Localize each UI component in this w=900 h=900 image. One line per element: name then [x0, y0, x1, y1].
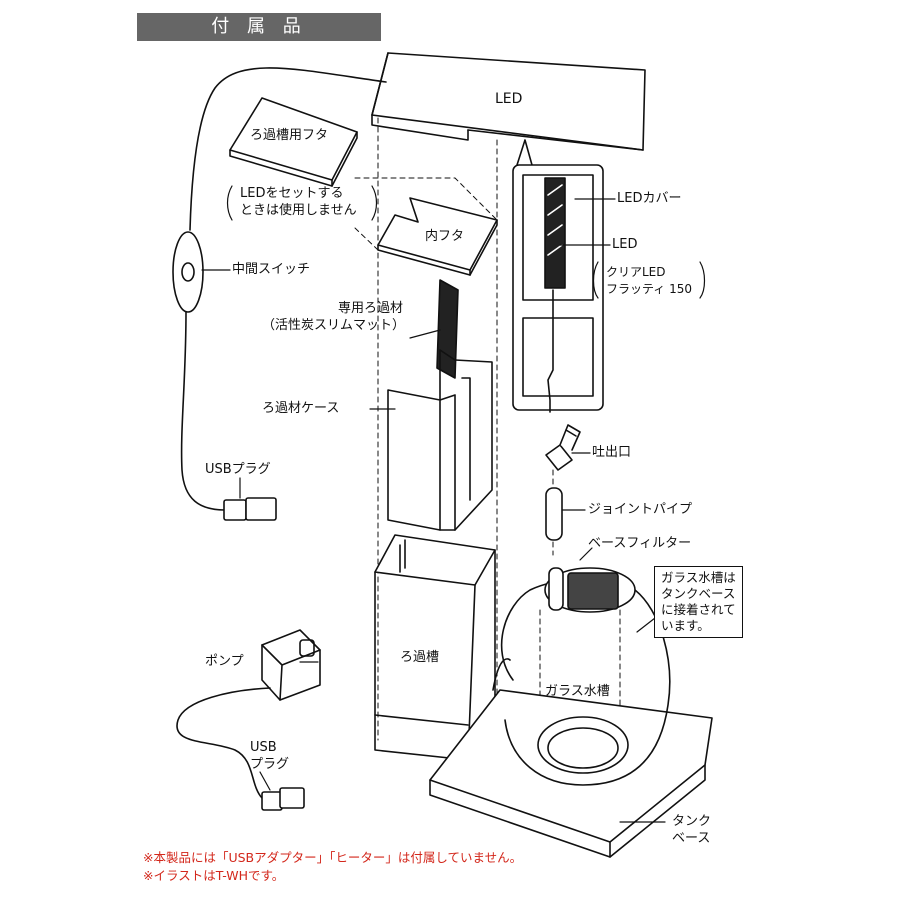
led-cover-label: LEDカバー — [617, 191, 682, 206]
glass-note-line2: タンクベース — [661, 586, 736, 601]
tank-base-label-line2: ベース — [672, 831, 711, 846]
led-lamp — [371, 52, 646, 151]
filter-media-label-line2: （活性炭スリムマット） — [262, 318, 406, 333]
inline-switch-label: 中間スイッチ — [232, 262, 311, 277]
glass-note-box: ガラス水槽は タンクベース に接着されて います。 — [654, 566, 743, 638]
outlet-label: 吐出口 — [592, 445, 632, 460]
filter-media — [436, 279, 459, 379]
usb-plug-label-1: USBプラグ — [205, 462, 271, 477]
base-filter-label: ベースフィルター — [588, 536, 692, 551]
filter-lid — [229, 97, 358, 187]
usb-plug-label-2-line2: プラグ — [250, 757, 290, 772]
filter-case-label: ろ過材ケース — [262, 401, 340, 416]
filter-tank-label: ろ過槽 — [400, 650, 440, 665]
usb-plug-label-2-line1: USB — [250, 740, 277, 755]
glass-note-line3: に接着されて — [661, 602, 736, 617]
glass-tank-and-base — [429, 567, 713, 858]
led-label: LED — [495, 91, 523, 107]
tank-base-label-line1: タンク — [672, 814, 712, 829]
lid-note-line1: LEDをセットする — [240, 186, 344, 201]
led-inner-label: LED — [612, 237, 638, 252]
inner-lid — [377, 197, 498, 276]
outlet-and-pipe — [545, 424, 581, 541]
led-model-line2: フラッティ 150 — [606, 282, 692, 296]
led-model-line1: クリアLED — [606, 265, 666, 279]
glass-tank-label: ガラス水槽 — [545, 684, 610, 699]
footnote-line1: ※本製品には「USBアダプター」「ヒーター」は付属していません。 — [143, 850, 523, 865]
glass-note-line1: ガラス水槽は — [661, 570, 736, 585]
leader-lines — [201, 198, 666, 823]
glass-note-line4: います。 — [661, 618, 710, 633]
lid-note-line2: ときは使用しません — [240, 203, 357, 218]
inner-lid-label: 内フタ — [425, 229, 465, 244]
header-title: 付 属 品 — [137, 13, 381, 41]
filter-case — [387, 349, 493, 531]
note-brackets — [226, 185, 706, 299]
pump — [176, 629, 321, 811]
filter-media-label-line1: 専用ろ過材 — [338, 301, 404, 316]
led-cord — [172, 67, 387, 521]
footnote-line2: ※イラストはT-WHです。 — [143, 868, 285, 883]
pump-label: ポンプ — [205, 654, 244, 669]
joint-pipe-label: ジョイントパイプ — [588, 502, 693, 517]
led-cover-detail — [512, 139, 604, 413]
filter-lid-label: ろ過槽用フタ — [250, 128, 329, 143]
